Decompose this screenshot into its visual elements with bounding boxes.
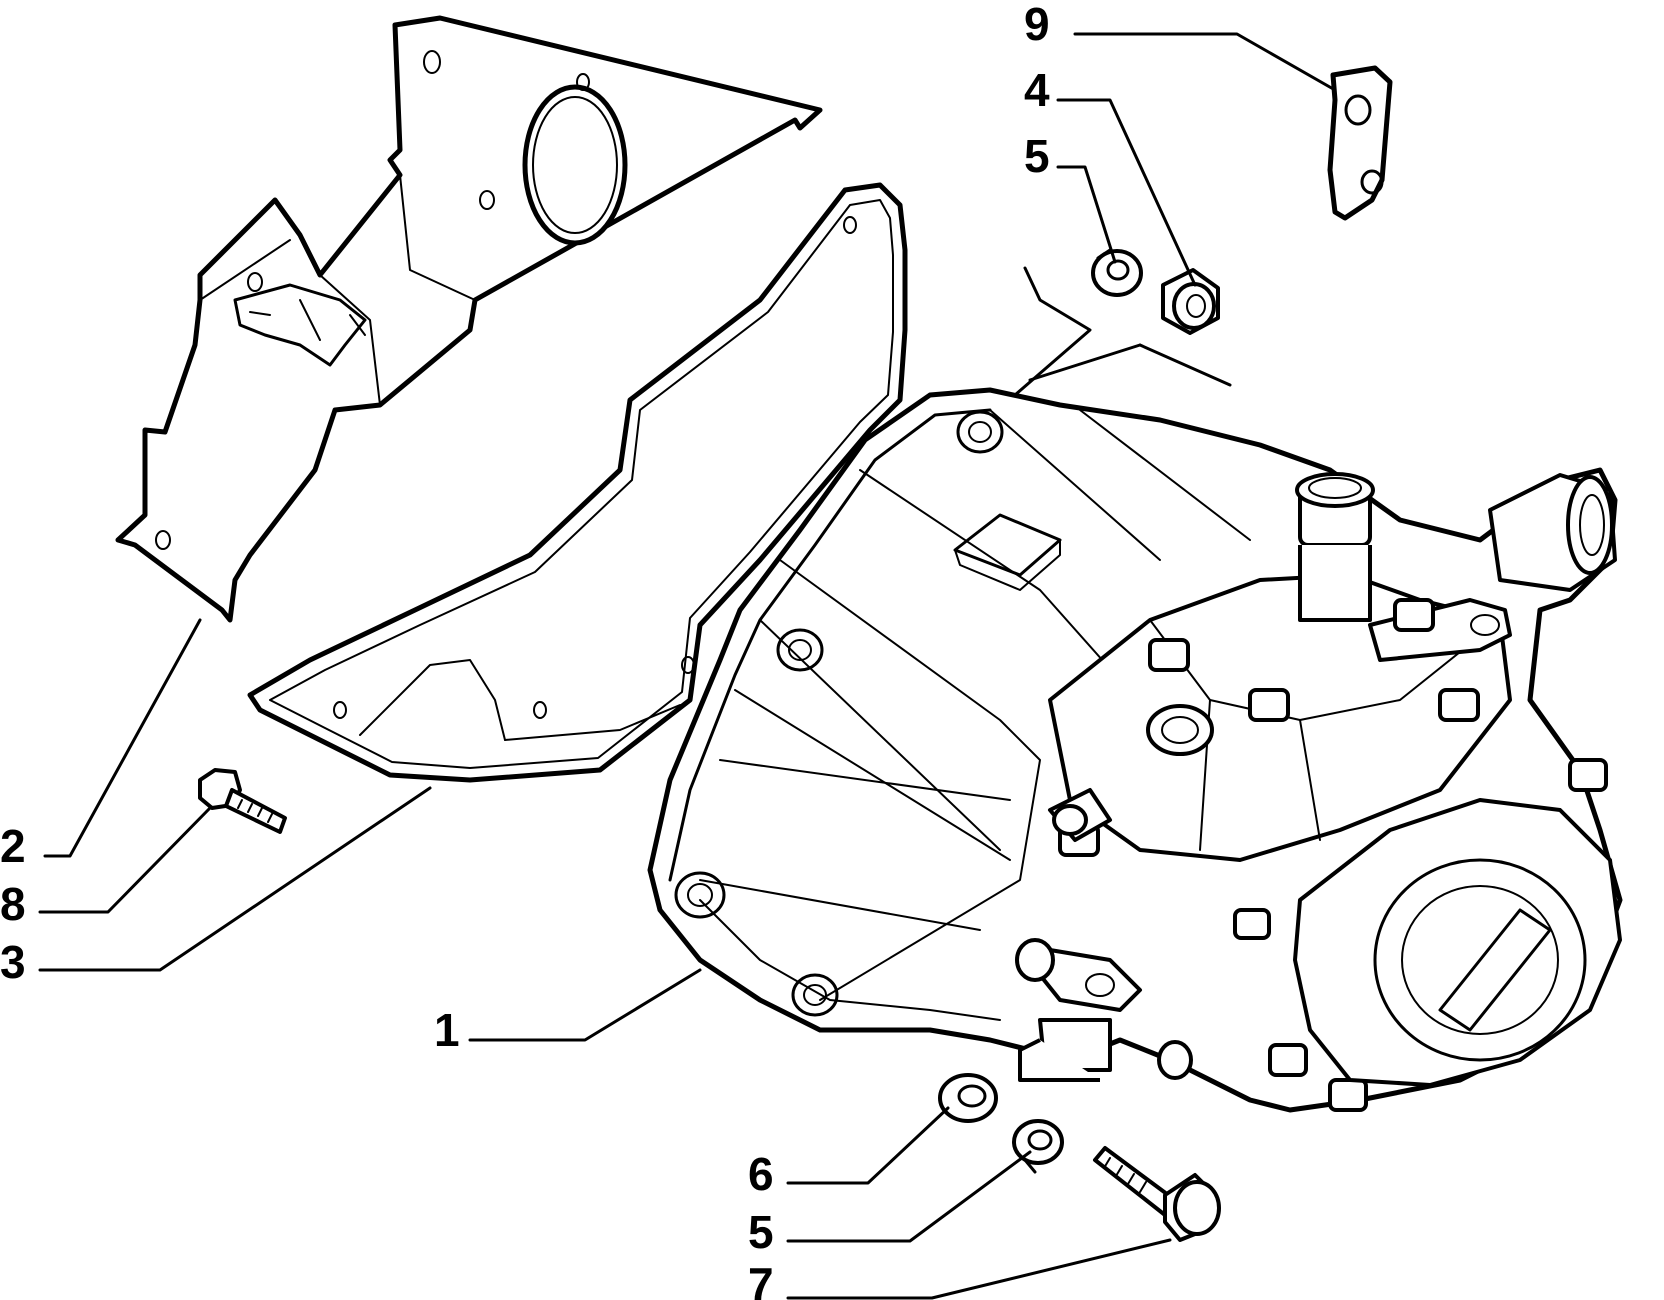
gearbox-housing bbox=[647, 387, 1623, 1113]
hex-bolt bbox=[1093, 1146, 1221, 1242]
leader-2 bbox=[43, 618, 202, 858]
callout-1: 1 bbox=[434, 1004, 460, 1056]
leader-5-lower bbox=[786, 1150, 1032, 1243]
leader-3 bbox=[38, 786, 432, 972]
leader-8 bbox=[38, 806, 212, 914]
callout-7: 7 bbox=[748, 1258, 774, 1300]
dust-shield-plate bbox=[115, 15, 823, 623]
callout-8: 8 bbox=[0, 878, 26, 930]
bracket-plate bbox=[1327, 65, 1393, 221]
flat-washer bbox=[938, 1073, 998, 1123]
callout-2: 2 bbox=[0, 820, 26, 872]
callout-5-upper: 5 bbox=[1024, 130, 1050, 182]
callout-6: 6 bbox=[748, 1148, 774, 1200]
callout-3: 3 bbox=[0, 936, 26, 988]
spring-washer-upper bbox=[1091, 248, 1143, 297]
leader-5-upper bbox=[1056, 165, 1117, 264]
leader-1 bbox=[468, 968, 702, 1042]
spring-washer-lower bbox=[1012, 1119, 1064, 1174]
callout-9: 9 bbox=[1024, 0, 1050, 50]
leader-9 bbox=[1073, 32, 1337, 92]
leader-7 bbox=[786, 1238, 1172, 1300]
alignment-lines bbox=[1013, 266, 1232, 397]
flange-bolt bbox=[198, 768, 287, 834]
leader-6 bbox=[786, 1106, 950, 1185]
hex-nut bbox=[1161, 268, 1220, 335]
leader-lines bbox=[38, 32, 1337, 1300]
callout-5-lower: 5 bbox=[748, 1206, 774, 1258]
leader-4 bbox=[1056, 98, 1197, 287]
gasket-cover-plate bbox=[247, 182, 908, 783]
callout-4: 4 bbox=[1024, 64, 1050, 116]
